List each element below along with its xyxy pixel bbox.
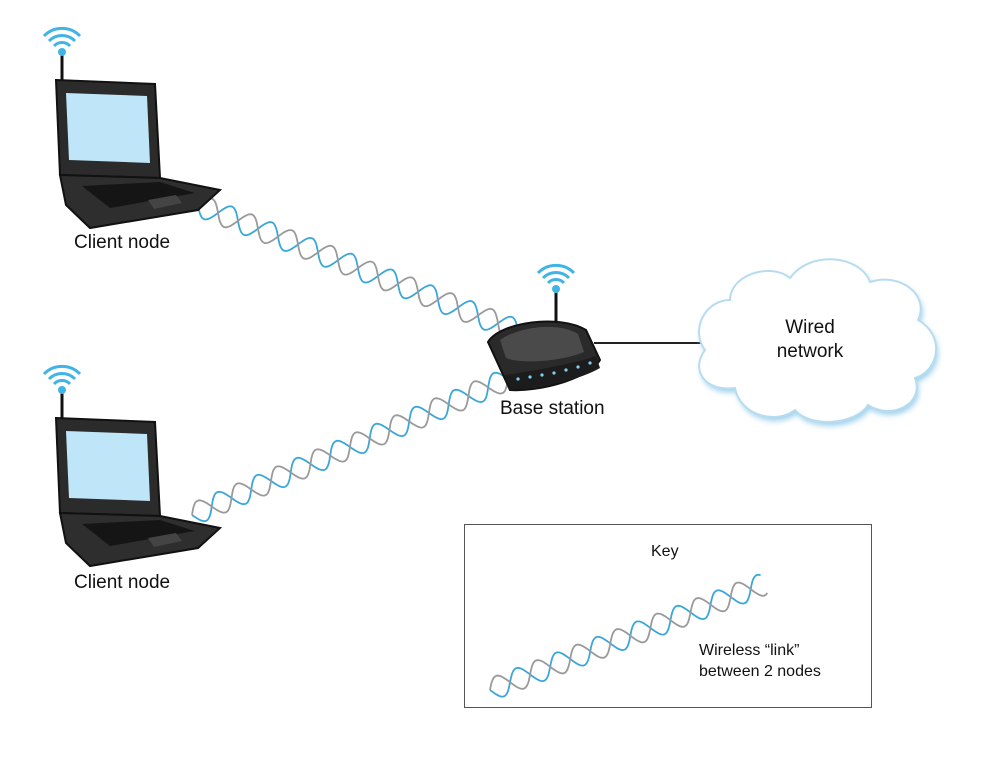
wired-network-label-line1: Wired — [785, 317, 835, 338]
wifi-signal-icon — [536, 263, 576, 322]
wireless-link-bottom — [191, 371, 512, 522]
client-node-label-top: Client node — [74, 232, 171, 253]
client-node-label-bottom: Client node — [74, 572, 171, 593]
link-strand-blue — [489, 573, 761, 698]
key-description-line1: Wireless “link” — [699, 642, 800, 659]
cloud-icon — [698, 258, 939, 426]
key-description: Wireless “link” between 2 nodes — [699, 640, 821, 682]
link-strand-grey — [197, 197, 522, 339]
wifi-signal-icon — [42, 364, 82, 426]
base-station-label: Base station — [500, 398, 605, 419]
router-icon — [486, 263, 602, 392]
wired-network-label: Wired network — [755, 316, 865, 364]
laptop-icon — [42, 364, 223, 568]
link-strand-blue — [191, 371, 512, 522]
key-description-line2: between 2 nodes — [699, 663, 821, 680]
key-title: Key — [651, 543, 679, 560]
link-strand-grey — [191, 374, 510, 516]
laptop-icon — [42, 26, 223, 230]
wifi-signal-icon — [42, 26, 82, 88]
key-legend-box — [464, 524, 872, 708]
link-strand-grey — [489, 581, 769, 691]
link-strand-blue — [197, 204, 520, 336]
wireless-link-top — [197, 197, 522, 339]
key-wireless-link-sample — [489, 573, 769, 698]
wired-network-label-line2: network — [776, 341, 844, 362]
